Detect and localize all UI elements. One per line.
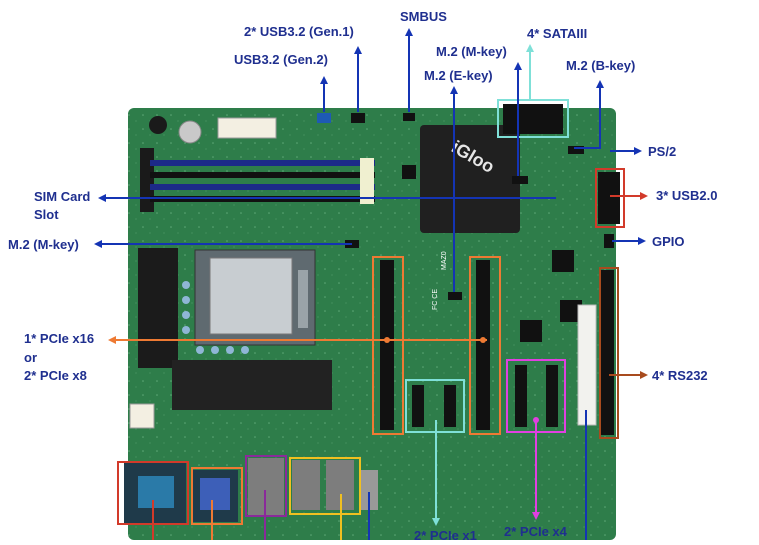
rs232-headers: [600, 270, 614, 435]
box-pcie-x16-2: [469, 256, 501, 435]
smbus-header: [403, 113, 415, 121]
atx-power-24pin: [217, 117, 277, 139]
ic-chip-2: [552, 250, 574, 272]
lan-port-2: [292, 460, 320, 510]
label-sim-card: SIM Card: [34, 189, 91, 204]
label-ps2: PS/2: [648, 144, 677, 159]
usb20-header: [598, 172, 620, 224]
vga-port: [200, 478, 230, 510]
label-m2-m-key-left: M.2 (M-key): [8, 237, 79, 252]
pcie-slot-x4-1: [515, 365, 527, 427]
usb-port-rear: [360, 470, 378, 510]
ic-chip-3: [520, 320, 542, 342]
label-pcie-x4: 2* PCIe x4: [504, 524, 567, 539]
dimm-slot-2: [150, 172, 375, 178]
label-gpio: GPIO: [652, 234, 685, 249]
pcie-slot-x1-2: [444, 385, 456, 427]
usb32-gen2-connector: [317, 113, 331, 123]
vrm-heatsink-bottom: [172, 360, 332, 410]
com-port: [138, 476, 174, 508]
label-m2-b-key: M.2 (B-key): [566, 58, 636, 73]
ic-chip-1: [402, 165, 416, 179]
box-rs232: [599, 267, 619, 439]
label-m2-m-key-top: M.2 (M-key): [436, 44, 507, 59]
pcie-slot-x16-2: [476, 260, 490, 430]
label-pcie-x8: 2* PCIe x8: [24, 368, 87, 383]
vrm-heatsink-left: [138, 248, 178, 368]
box-lan-2-3: [289, 457, 361, 515]
dimm-latch-right: [360, 158, 374, 204]
box-pcie-x16-1: [372, 256, 404, 435]
gpio-header: [604, 234, 614, 248]
label-pcie-x16: 1* PCIe x16: [24, 331, 95, 346]
label-rs232: 4* RS232: [652, 368, 708, 383]
buzzer: [149, 116, 167, 134]
usb32-gen1-connector: [351, 113, 365, 123]
chipset-heatsink: [420, 125, 520, 233]
ps2-header: [568, 146, 584, 154]
arrow-m2-b: [574, 80, 604, 149]
label-usb32-gen2: USB3.2 (Gen.2): [234, 52, 328, 67]
m2-slot-e-key: [448, 292, 462, 300]
leader-arrows: [94, 28, 648, 540]
silkscreen-fcce: FC CE: [432, 289, 439, 310]
box-sata: [497, 99, 569, 138]
label-usb20: 3* USB2.0: [656, 188, 718, 203]
cpu-power-8pin: [129, 403, 155, 429]
label-sata: 4* SATAIII: [527, 26, 588, 41]
box-usb20: [595, 168, 625, 228]
dimm-slot-1: [150, 160, 375, 166]
label-smbus: SMBUS: [400, 9, 447, 24]
cpu-socket-plate: [209, 257, 293, 335]
label-sim-slot: Slot: [34, 207, 59, 222]
label-m2-e-key: M.2 (E-key): [424, 68, 493, 83]
dimm-clip-left: [140, 148, 154, 212]
pcie-slot-x4-2: [546, 365, 558, 427]
box-vga-port: [191, 467, 243, 525]
label-usb32-gen1: 2* USB3.2 (Gen.1): [244, 24, 354, 39]
label-pcie-or: or: [24, 350, 37, 365]
dimm-slot-3: [150, 184, 375, 190]
pcie-slot-x16-1: [380, 260, 394, 430]
label-pcie-x1: 2* PCIe x1: [414, 528, 477, 543]
m2-slot-m-key-top: [512, 176, 528, 184]
cmos-battery: [178, 120, 202, 144]
cpu-lever: [298, 270, 308, 328]
silkscreen-maz0: MAZ0: [441, 251, 448, 270]
sata-ports: [503, 104, 563, 134]
ic-chip-4: [560, 300, 582, 322]
highlight-boxes: [117, 99, 625, 525]
pcie-slot-x1-1: [412, 385, 424, 427]
vrm-chokes: [182, 281, 249, 354]
pci-slot-white: [577, 304, 597, 426]
